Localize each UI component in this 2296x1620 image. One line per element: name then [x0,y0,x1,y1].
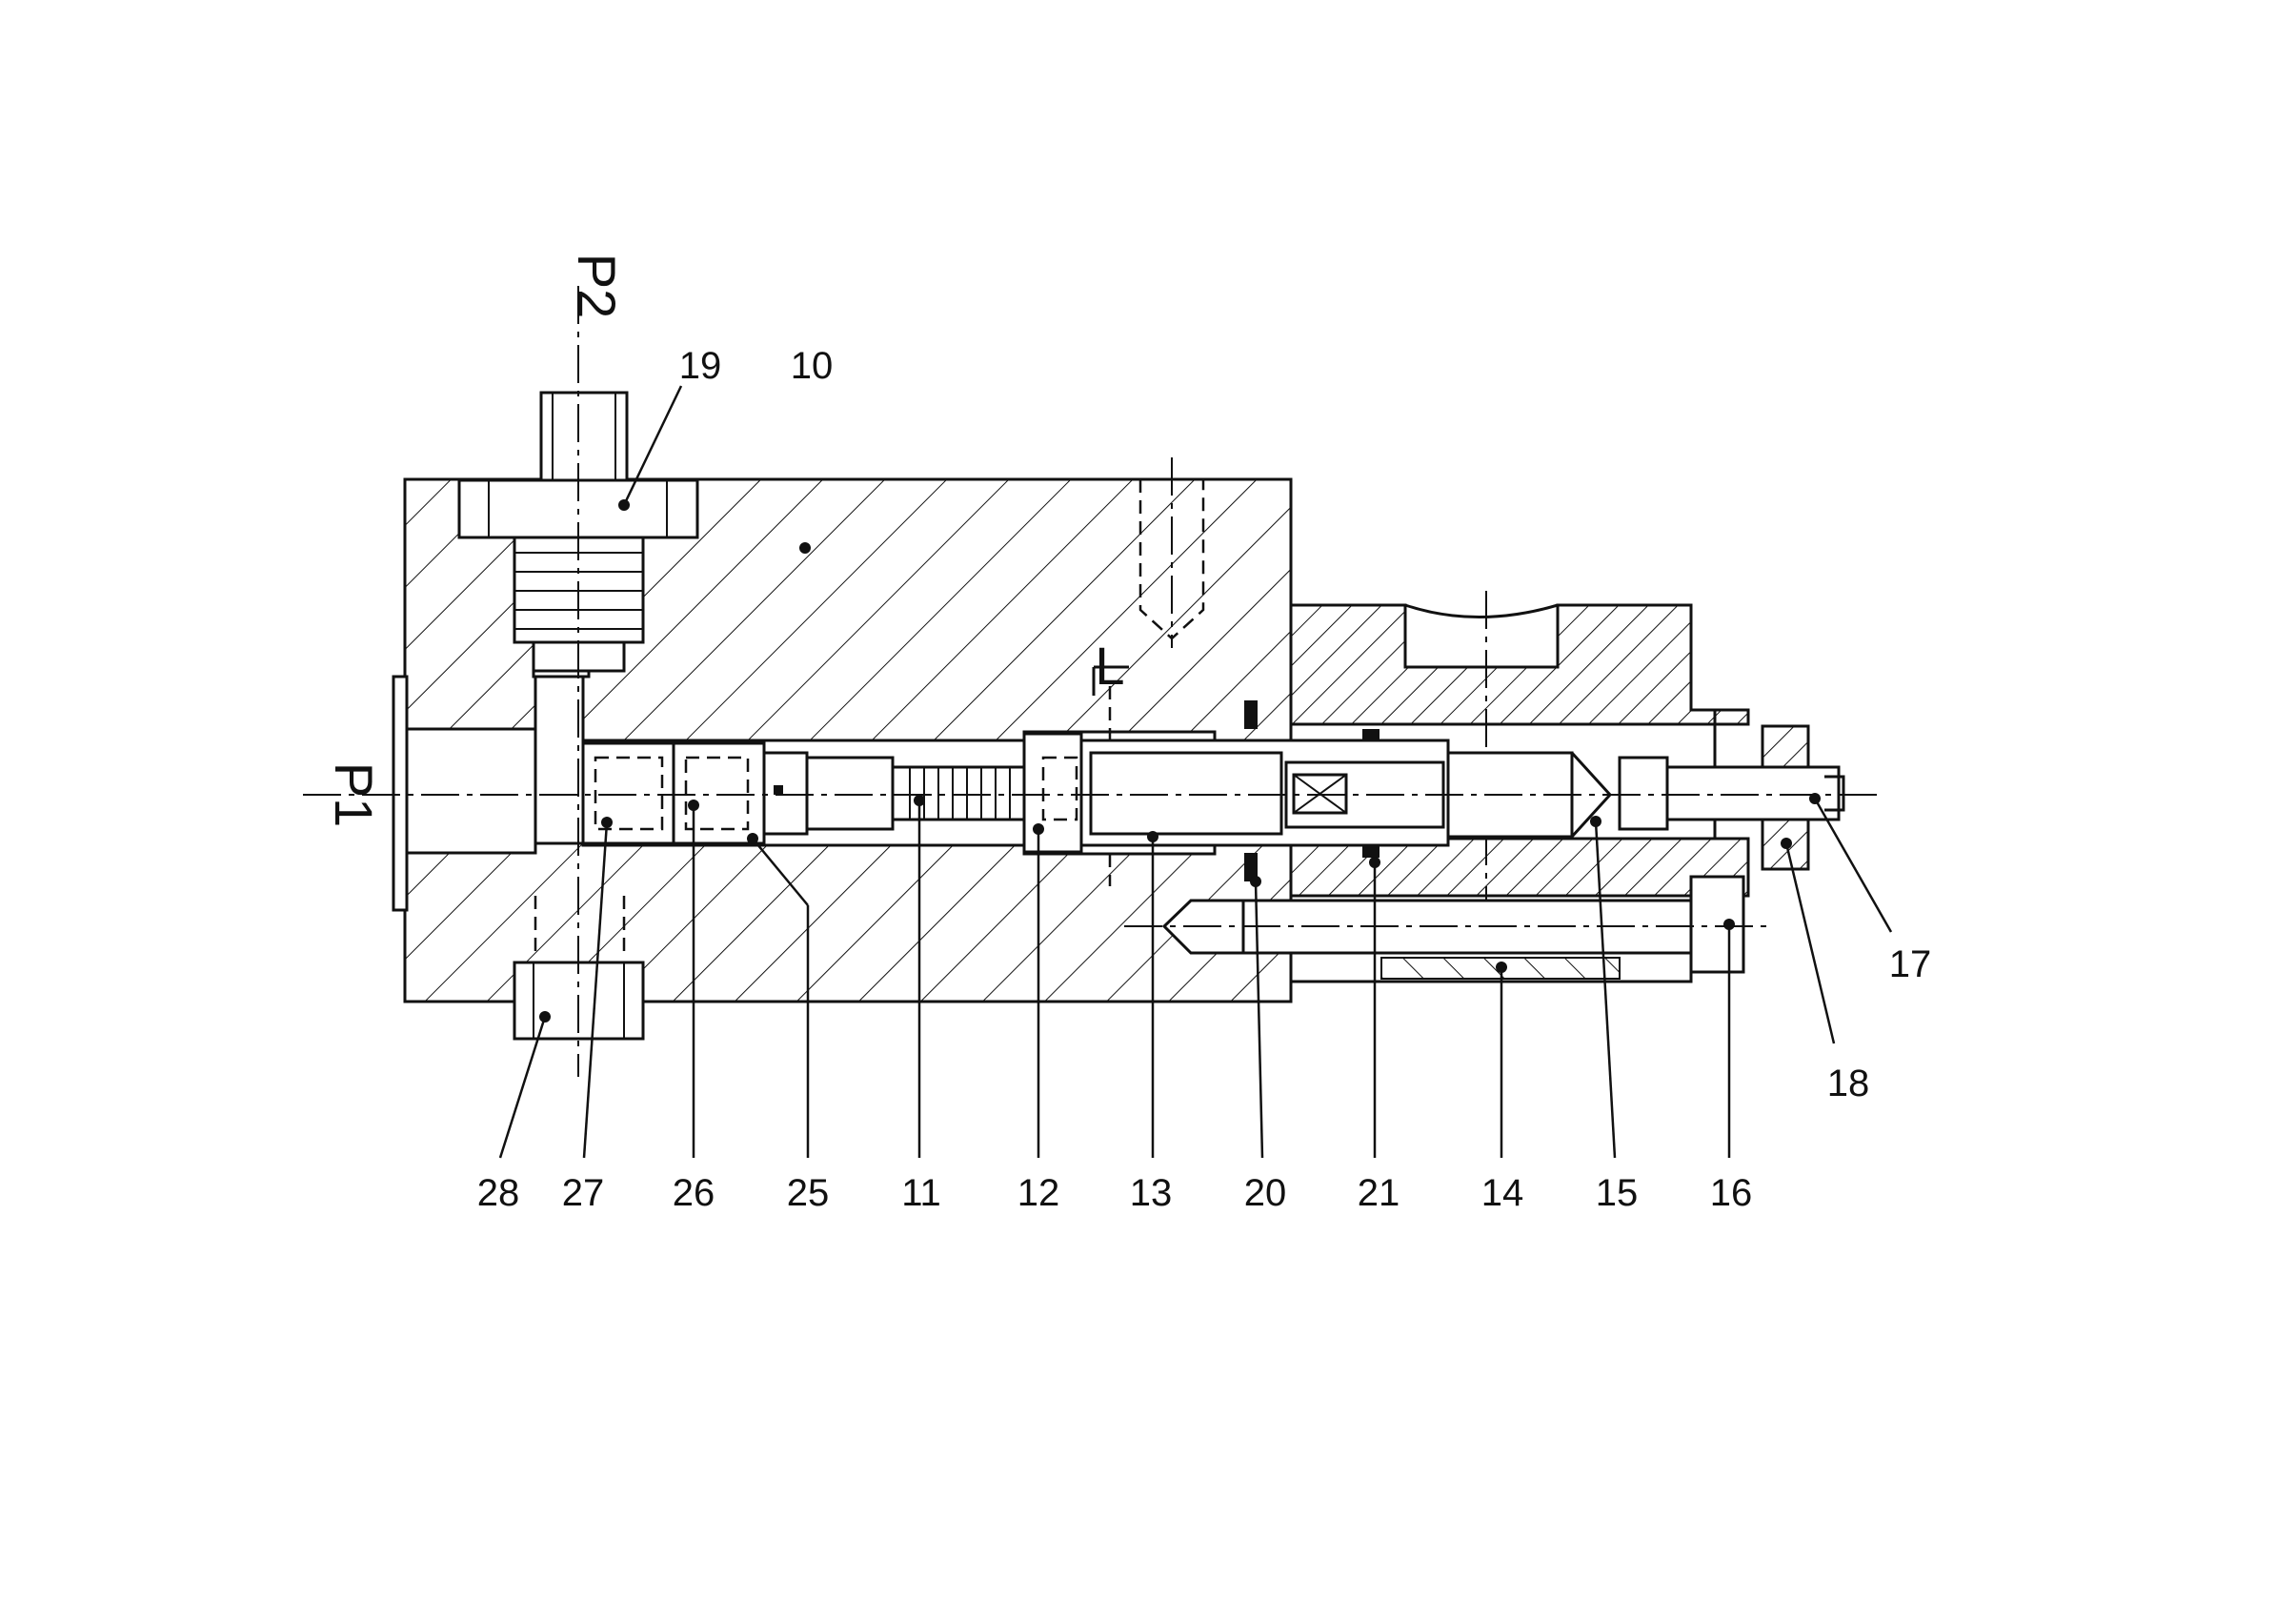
label-14: 14 [1481,1172,1524,1214]
port-label-l: L [1095,636,1124,696]
check-valve-insert [581,741,895,845]
label-15: 15 [1596,1172,1639,1214]
part-labels: 19 10 28 27 26 25 11 12 13 20 21 14 15 1… [477,345,1932,1214]
label-21: 21 [1358,1172,1400,1214]
label-12: 12 [1017,1172,1060,1214]
label-16: 16 [1710,1172,1753,1214]
spool-assembly [1022,700,1845,881]
centerlines [303,286,1882,1077]
port-label-p1: P1 [324,762,384,828]
label-27: 27 [562,1172,605,1214]
label-25: 25 [787,1172,830,1214]
label-26: 26 [673,1172,715,1214]
bolt-14 [1124,875,1772,980]
leader-lines [498,385,1893,1159]
spring-11 [891,765,1028,821]
label-11: 11 [901,1172,941,1214]
label-10: 10 [791,345,834,387]
label-17: 17 [1889,943,1932,985]
label-28: 28 [477,1172,520,1214]
label-19: 19 [679,345,722,387]
label-18: 18 [1827,1063,1870,1104]
label-13: 13 [1130,1172,1173,1214]
label-20: 20 [1244,1172,1287,1214]
port-label-p2: P2 [567,253,627,319]
